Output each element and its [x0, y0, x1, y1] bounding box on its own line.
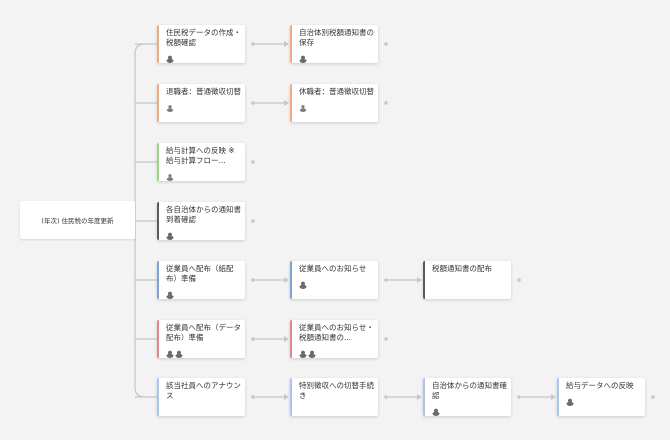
task-card[interactable]: 自治体別税額通知書の保存: [290, 25, 378, 63]
avatar-icon: [166, 232, 174, 240]
connector-dot: [251, 160, 255, 164]
avatar-icon: [566, 398, 574, 406]
avatar-icon: [166, 55, 174, 63]
task-card[interactable]: 従業員へのお知らせ: [290, 261, 378, 299]
task-label: 各自治体からの通知書到着確認: [166, 205, 241, 224]
assignee-avatars: [166, 350, 183, 358]
task-label: 住民税データの作成・税額確認: [166, 28, 241, 47]
arrow-head: [551, 394, 556, 400]
task-label: 自治体別税額通知書の保存: [299, 28, 374, 47]
task-label: 従業員へ配布（紙配布）準備: [166, 264, 234, 283]
task-label: 該当社員へのアナウンス: [166, 381, 241, 400]
task-card[interactable]: 自治体からの通知書確認: [423, 378, 511, 416]
connector-dot: [251, 101, 255, 105]
task-card[interactable]: 従業員へ配布（紙配布）準備: [157, 261, 245, 299]
avatar-icon: [166, 104, 174, 112]
connector-dot: [384, 278, 388, 282]
connector-dot: [651, 395, 655, 399]
connector-dot: [251, 395, 255, 399]
connector-dot: [251, 278, 255, 282]
assignee-avatars: [299, 281, 307, 289]
task-label: 従業員へのお知らせ・税額通知書の...: [299, 323, 374, 342]
avatar-icon: [299, 55, 307, 63]
connector-dot: [517, 395, 521, 399]
connector-dot: [384, 101, 388, 105]
task-label: 従業員へ配布（データ配布）準備: [166, 323, 241, 342]
arrow-head: [417, 277, 422, 283]
task-label: 給与データへの反映: [566, 381, 634, 390]
assignee-avatars: [166, 291, 174, 299]
assignee-avatars: [432, 408, 440, 416]
root-node[interactable]: (年次) 住民税の年度更新: [20, 201, 135, 239]
assignee-avatars: [166, 55, 174, 63]
task-label: 自治体からの通知書確認: [432, 381, 507, 400]
task-card[interactable]: 住民税データの作成・税額確認: [157, 25, 245, 63]
avatar-icon: [166, 173, 174, 181]
task-card[interactable]: 退職者：普通徴収切替: [157, 84, 245, 122]
task-card[interactable]: 各自治体からの通知書到着確認: [157, 202, 245, 240]
avatar-icon: [299, 350, 307, 358]
connector-dot: [251, 42, 255, 46]
assignee-avatars: [299, 55, 307, 63]
avatar-icon: [175, 350, 183, 358]
arrow-head: [417, 394, 422, 400]
avatar-icon: [432, 408, 440, 416]
assignee-avatars: [166, 173, 174, 181]
task-label: 給与計算への反映 ※給与計算フロー...: [166, 146, 235, 165]
assignee-avatars: [166, 104, 174, 112]
avatar-icon: [166, 291, 174, 299]
arrow-head: [284, 394, 289, 400]
arrow-head: [284, 41, 289, 47]
connector-dot: [384, 337, 388, 341]
root-label: (年次) 住民税の年度更新: [41, 217, 114, 225]
task-card[interactable]: 該当社員へのアナウンス: [157, 378, 245, 416]
task-label: 従業員へのお知らせ: [299, 264, 367, 273]
task-card[interactable]: 給与計算への反映 ※給与計算フロー...: [157, 143, 245, 181]
avatar-icon: [166, 350, 174, 358]
connector-dot: [384, 395, 388, 399]
assignee-avatars: [299, 104, 307, 112]
avatar-icon: [299, 281, 307, 289]
task-card[interactable]: 休職者：普通徴収切替: [290, 84, 378, 122]
task-label: 退職者：普通徴収切替: [166, 87, 241, 96]
connector-dot: [384, 42, 388, 46]
connector-dot: [517, 278, 521, 282]
assignee-avatars: [166, 232, 174, 240]
task-label: 特別徴収への切替手続き: [299, 381, 374, 400]
task-card[interactable]: 特別徴収への切替手続き: [290, 378, 378, 416]
task-label: 税額通知書の配布: [432, 264, 492, 273]
arrow-head: [284, 100, 289, 106]
arrow-head: [284, 336, 289, 342]
task-card[interactable]: 従業員へ配布（データ配布）準備: [157, 320, 245, 358]
avatar-icon: [299, 104, 307, 112]
task-card[interactable]: 給与データへの反映: [557, 378, 645, 416]
task-card[interactable]: 税額通知書の配布: [423, 261, 511, 299]
assignee-avatars: [299, 350, 316, 358]
connector-dot: [251, 219, 255, 223]
assignee-avatars: [566, 398, 574, 406]
task-label: 休職者：普通徴収切替: [299, 87, 374, 96]
connector-dot: [251, 337, 255, 341]
task-card[interactable]: 従業員へのお知らせ・税額通知書の...: [290, 320, 378, 358]
arrow-head: [284, 277, 289, 283]
avatar-icon: [308, 350, 316, 358]
